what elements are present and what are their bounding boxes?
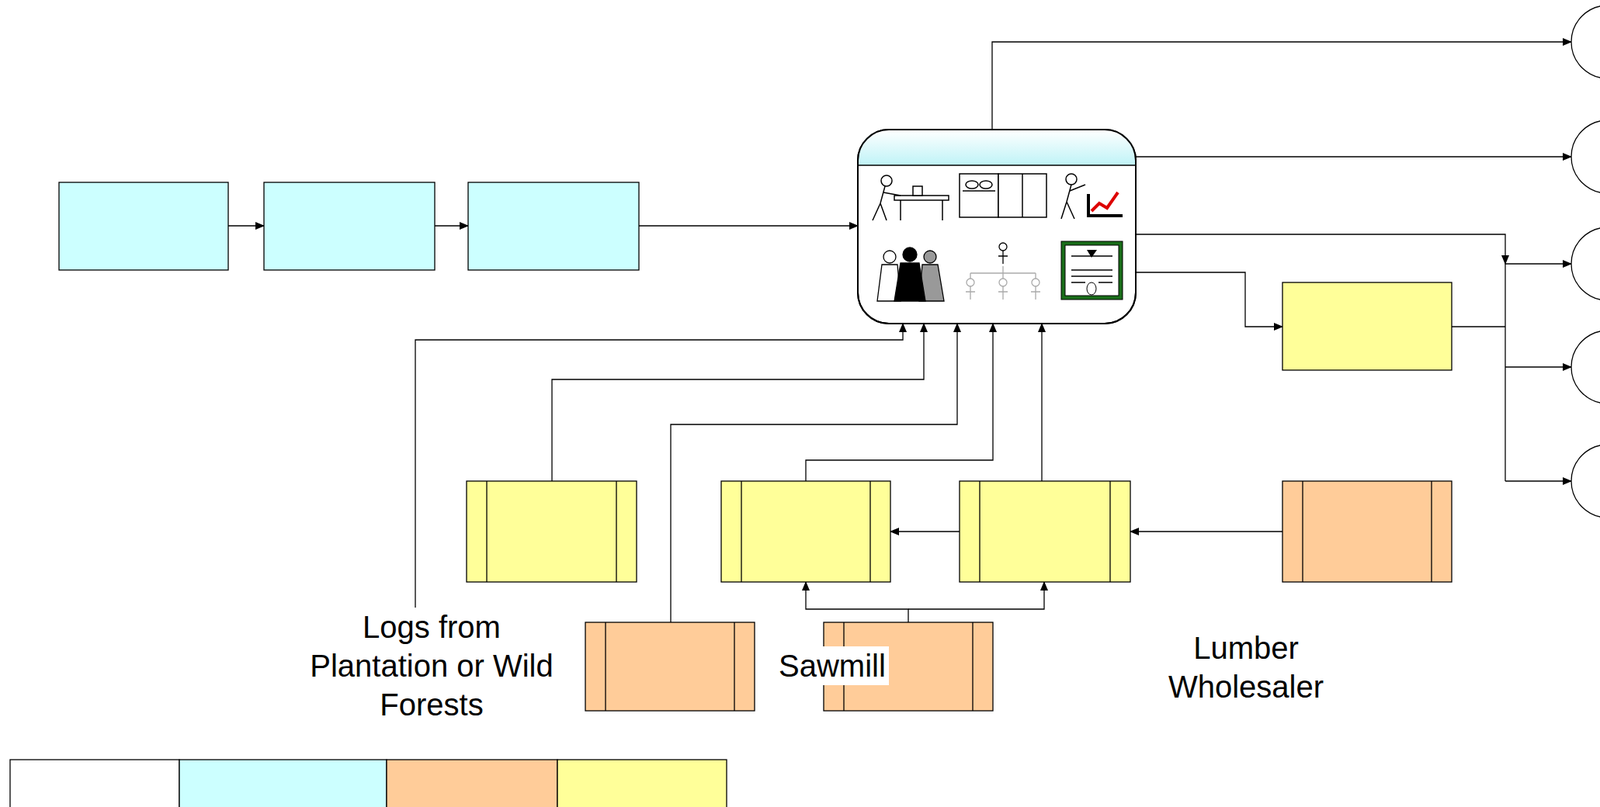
connectors-part [551,323,924,482]
org-chart-icon-part [999,278,1007,287]
org-chart-icon-part [965,286,976,300]
chart-icon-part [1088,194,1123,216]
chart-icon-part [1065,173,1077,185]
yellow-boxes [466,282,1452,583]
output-circles [1571,5,1600,518]
output-circles-part [1571,330,1600,404]
machine-icon-part [959,173,999,218]
certificate-icon [1061,241,1123,300]
connectors-part [1041,323,1042,482]
org-chart-icon-part [998,250,1008,264]
free-label: Lumber Wholesaler [1129,628,1363,707]
free-label: Logs from Plantation or Wild Forests [291,607,572,725]
connectors-part [228,225,264,226]
connectors-part [805,323,993,482]
worker-icon-part [881,175,892,187]
yellow-boxes-part [1282,282,1452,371]
yellow-boxes-part [466,481,637,583]
blue-boxes-part [263,182,435,271]
output-circles-part [1571,5,1600,79]
org-chart-icon-part [970,266,1036,280]
org-chart-icon [965,242,1041,300]
worker-icon-part [894,195,949,221]
certificate-icon-part [1065,245,1119,296]
worker-icon-part [872,186,901,221]
colour-bar-part [10,760,180,807]
connectors-part [890,531,960,532]
process-box-part [857,129,1136,324]
connectors-part [1135,156,1572,157]
colour-bar-part [386,760,558,807]
connectors-part [638,225,858,226]
team-icon-part [883,250,896,264]
machine-icon-part [998,173,1047,218]
free-label: Sawmill [775,646,889,686]
yellow-boxes-part [721,481,891,583]
connectors-part [1505,263,1572,264]
worker-icon [872,175,949,221]
team-icon-part [923,250,937,264]
yellow-boxes-part [741,481,871,583]
connectors-part [1504,263,1506,482]
machine-icon-part [1021,173,1024,218]
certificate-icon-part [1071,256,1113,283]
team-icon-part [902,247,917,262]
certificate-icon-part [1086,249,1097,258]
chart-icon-part [1061,184,1086,219]
team-icon-part [894,263,926,302]
orange-boxes-part [1302,481,1432,583]
connectors-part [908,582,1045,610]
yellow-boxes-part [979,481,1111,583]
output-circles-part [1571,120,1600,194]
certificate-icon-part [1086,282,1097,296]
certificate-icon-part [1061,241,1123,300]
connectors-part [1451,326,1506,327]
blue-boxes-part [59,182,229,271]
chart-icon [1061,173,1123,219]
orange-boxes-part [605,622,735,712]
connectors-part [670,323,958,623]
yellow-boxes-part [959,481,1131,583]
colour-bar-part [179,760,387,807]
connectors-part [1135,272,1283,327]
connectors-part [1135,234,1506,264]
blue-boxes-part [468,182,639,271]
worker-icon-part [912,186,923,196]
org-chart-icon-part [1030,286,1041,300]
output-circles-part [1571,227,1600,301]
org-chart-icon-part [1031,278,1040,287]
process-box-part [857,129,1136,324]
blue-boxes [59,182,639,271]
machine-icon [959,173,1047,218]
connectors [228,41,1572,623]
team-icon [877,247,945,302]
output-circles-part [1571,444,1600,518]
orange-boxes-part [585,622,755,712]
org-chart-icon-part [999,242,1007,251]
yellow-boxes-part [486,481,617,583]
org-chart-icon-part [998,286,1008,300]
machine-icon-part [979,180,993,189]
connectors-part [1505,480,1572,482]
connectors-part [1130,531,1283,532]
connectors-part [805,582,909,623]
connectors-part [992,41,1572,130]
colour-bar-part [557,760,727,807]
chart-icon-part [1091,192,1118,212]
colour-bar [10,760,727,807]
org-chart-icon-part [966,278,975,287]
orange-boxes-part [1282,481,1452,583]
connectors-part [434,225,469,226]
process-box-part [857,164,1136,167]
process-box-part [858,129,1135,166]
machine-icon-part [965,180,979,189]
connectors-part [1505,366,1572,368]
machine-icon-part [962,190,996,192]
process-box [857,129,1136,324]
connectors-part [415,323,903,623]
